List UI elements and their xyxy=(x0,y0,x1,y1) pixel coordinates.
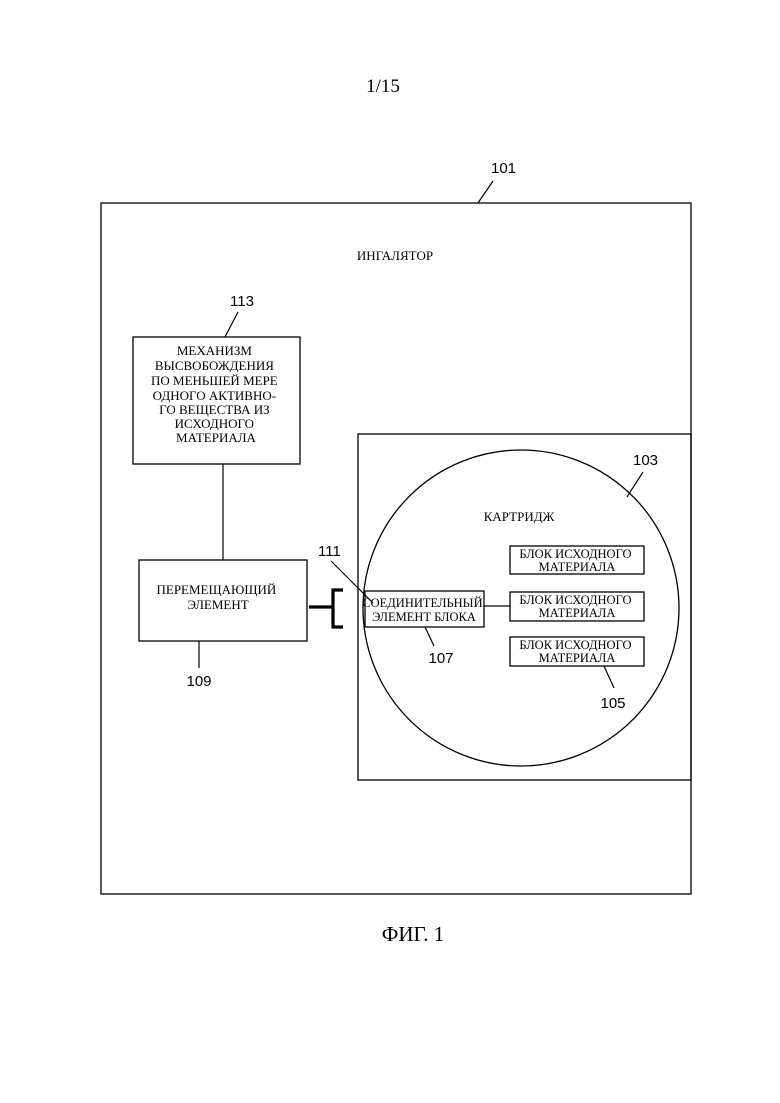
release-mechanism-line-4: ОДНОГО АКТИВНО- xyxy=(153,388,276,403)
source-block-2-line-1: БЛОК ИСХОДНОГО xyxy=(519,593,631,607)
page-number: 1/15 xyxy=(366,76,400,97)
connector-line-1: СОЕДИНИТЕЛЬНЫЙ xyxy=(362,596,482,610)
connector-label: СОЕДИНИТЕЛЬНЫЙ ЭЛЕМЕНТ БЛОКА xyxy=(362,596,485,624)
release-mechanism-leader-line xyxy=(225,312,238,337)
source-block-3-line-1: БЛОК ИСХОДНОГО xyxy=(519,638,631,652)
coupling-ref: 111 xyxy=(318,543,341,560)
connector-line-2: ЭЛЕМЕНТ БЛОКА xyxy=(372,610,476,624)
release-mechanism-line-7: МАТЕРИАЛА xyxy=(176,430,257,445)
connector-leader-line xyxy=(425,627,434,646)
inhaler-leader-line xyxy=(478,181,493,203)
source-blocks-leader-line xyxy=(604,666,614,688)
moving-element-ref: 109 xyxy=(186,673,211,690)
source-block-1-line-2: МАТЕРИАЛА xyxy=(539,560,616,574)
source-block-2-label: БЛОК ИСХОДНОГО МАТЕРИАЛА xyxy=(519,593,634,620)
source-block-1-label: БЛОК ИСХОДНОГО МАТЕРИАЛА xyxy=(519,547,634,574)
coupling-bracket xyxy=(309,590,343,627)
release-mechanism-ref: 113 xyxy=(230,293,254,310)
release-mechanism-line-3: ПО МЕНЬШЕЙ МЕРЕ xyxy=(151,373,278,388)
source-blocks-ref: 105 xyxy=(600,695,625,712)
moving-element-line-1: ПЕРЕМЕЩАЮЩИЙ xyxy=(156,582,276,597)
cartridge-leader-line xyxy=(627,472,643,497)
release-mechanism-line-1: МЕХАНИЗМ xyxy=(177,343,253,358)
moving-element-label: ПЕРЕМЕЩАЮЩИЙ ЭЛЕМЕНТ xyxy=(156,582,279,612)
source-block-3-label: БЛОК ИСХОДНОГО МАТЕРИАЛА xyxy=(519,638,634,665)
cartridge-ref: 103 xyxy=(633,452,658,469)
release-mechanism-line-5: ГО ВЕЩЕСТВА ИЗ xyxy=(159,402,270,417)
inhaler-label: ИНГАЛЯТОР xyxy=(357,248,433,263)
moving-element-line-2: ЭЛЕМЕНТ xyxy=(187,597,248,612)
inhaler-ref: 101 xyxy=(491,160,516,177)
source-block-3-line-2: МАТЕРИАЛА xyxy=(539,651,616,665)
cartridge-label: КАРТРИДЖ xyxy=(484,509,555,524)
figure-caption: ФИГ. 1 xyxy=(382,922,445,946)
release-mechanism-line-2: ВЫСВОБОЖДЕНИЯ xyxy=(155,358,274,373)
release-mechanism-label: МЕХАНИЗМ ВЫСВОБОЖДЕНИЯ ПО МЕНЬШЕЙ МЕРЕ О… xyxy=(151,343,281,445)
source-block-1-line-1: БЛОК ИСХОДНОГО xyxy=(519,547,631,561)
release-mechanism-line-6: ИСХОДНОГО xyxy=(175,416,254,431)
connector-ref: 107 xyxy=(428,650,453,667)
source-block-2-line-2: МАТЕРИАЛА xyxy=(539,606,616,620)
